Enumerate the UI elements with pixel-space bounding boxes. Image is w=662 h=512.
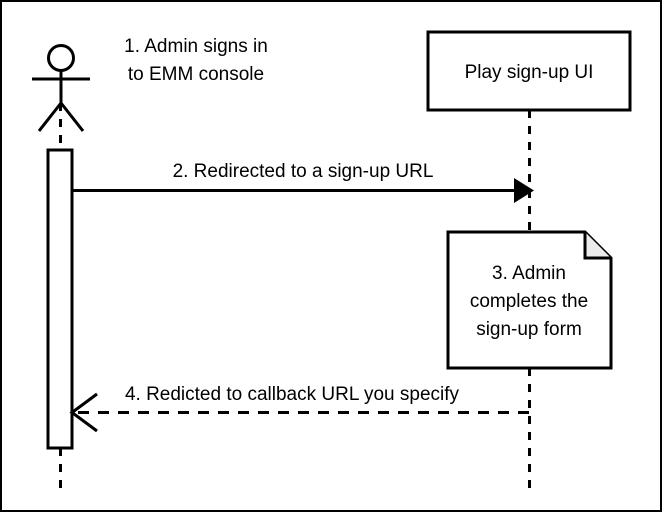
participant-box [426, 30, 632, 112]
step-3-label-line-3: sign-up form [476, 319, 582, 340]
actor-leg-left-line [37, 102, 63, 132]
step-3-label-line-1: 3. Admin [492, 263, 566, 284]
message-step-2: 2. Redirected to a sign-up URL [72, 161, 534, 203]
step-4-label: 4. Redicted to callback URL you specify [125, 384, 460, 405]
step-1-label-line-2: to EMM console [128, 64, 264, 85]
note-fold-corner-icon [583, 232, 611, 260]
actor-activation-bar [46, 148, 74, 450]
actor-admin [32, 44, 90, 492]
step-1-annotation: 1. Admin signs in to EMM console [124, 36, 268, 85]
note-step-3: 3. Admin completes the sign-up form [446, 230, 613, 370]
stick-figure-icon [32, 44, 90, 132]
participant-play-signup-ui: Play sign-up UI [426, 30, 632, 492]
message-step-4: 4. Redicted to callback URL you specify [69, 384, 529, 433]
step-3-label-line-2: completes the [470, 291, 588, 312]
actor-head-icon [47, 44, 75, 72]
step-1-label-line-1: 1. Admin signs in [124, 36, 268, 57]
step-2-label: 2. Redirected to a sign-up URL [173, 161, 434, 182]
participant-label: Play sign-up UI [465, 62, 594, 83]
actor-leg-right-line [59, 102, 85, 132]
note-body-shape [446, 230, 613, 370]
step-4-arrowhead-icon [69, 392, 98, 433]
step-2-arrowhead-icon [514, 178, 534, 203]
